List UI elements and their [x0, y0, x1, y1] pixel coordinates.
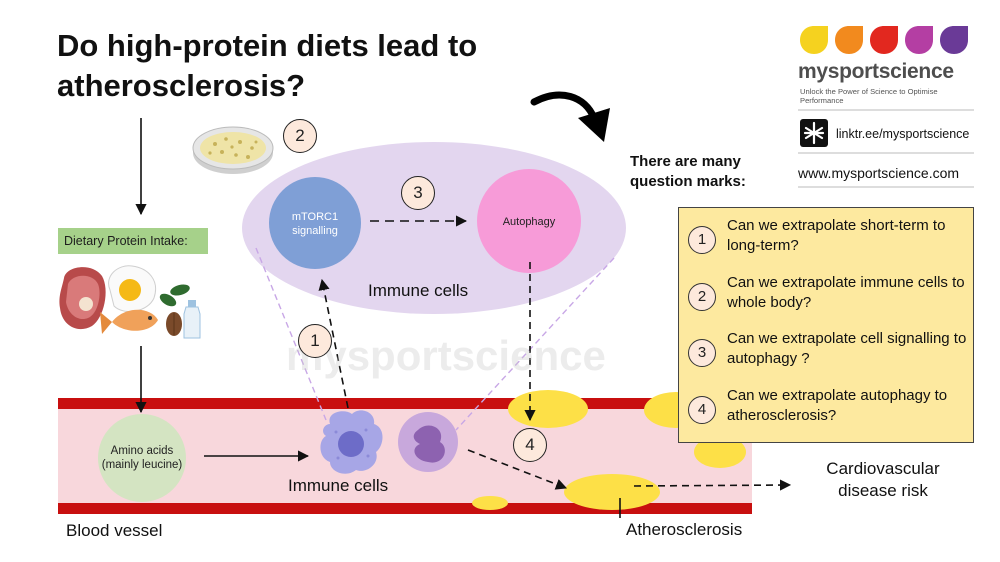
watermark: mysportscience: [286, 332, 606, 379]
arrow-cells-to-plaque: [467, 449, 568, 490]
plaque-4: [564, 474, 660, 510]
question-intro: There are many question marks:: [630, 152, 770, 192]
question-number: 1: [688, 226, 716, 254]
brand-drop-icon: [835, 26, 863, 54]
immune-cells-label-bottom: Immune cells: [288, 476, 389, 495]
question-number: 4: [688, 396, 716, 424]
zoom-line-right: [455, 257, 615, 431]
cvd-risk-label: Cardiovascular disease risk: [826, 459, 940, 500]
question-item-2: 2 Can we extrapolate immune cells to who…: [679, 269, 975, 321]
fish-icon: [100, 309, 158, 334]
bean-icon: [159, 284, 190, 307]
brand-drop-icon: [905, 26, 933, 54]
step-3-badge: 3: [401, 176, 435, 210]
brand-tagline: Unlock the Power of Science to Optimise …: [800, 87, 938, 105]
arrow-cells-to-mtorc1: [318, 278, 349, 409]
milk-bottle-icon: [183, 300, 201, 339]
curved-arrow-icon: [530, 91, 610, 142]
meat-icon: [59, 267, 106, 330]
mtorc1-label: mTORC1 signalling: [291, 211, 339, 237]
question-text: Can we extrapolate autophagy to atherosc…: [727, 387, 948, 424]
brand-name: mysportscience: [798, 60, 954, 83]
plaque-1: [508, 390, 588, 428]
question-number: 2: [688, 283, 716, 311]
arrow-plaque-to-cvd: [633, 479, 792, 491]
page-title: Do high-protein diets lead to atheroscle…: [57, 28, 478, 103]
brand-website-link[interactable]: www.mysportscience.com: [798, 165, 960, 181]
questions-box: 1 Can we extrapolate short-term to long-…: [678, 207, 974, 443]
egg-icon: [108, 265, 156, 313]
step-4-badge: 4: [513, 428, 547, 462]
autophagy-node: [477, 169, 581, 273]
linktree-icon: [800, 119, 828, 147]
macrophage-icon: [320, 410, 383, 474]
mtorc1-node: [269, 177, 361, 269]
plaque-5: [472, 496, 508, 510]
question-number: 3: [688, 339, 716, 367]
blood-vessel-label: Blood vessel: [66, 521, 163, 540]
nut-icon: [166, 312, 182, 336]
brand-logo-drops: [800, 26, 968, 54]
vessel-wall-bottom: [58, 503, 752, 514]
step-1-badge: 1: [298, 324, 332, 358]
autophagy-label: Autophagy: [502, 216, 556, 228]
step-2-badge: 2: [283, 119, 317, 153]
question-text: Can we extrapolate immune cells to whole…: [727, 274, 965, 311]
diet-label: Dietary Protein Intake:: [58, 228, 208, 254]
question-text: Can we extrapolate cell signalling to au…: [727, 330, 967, 367]
amino-acids-label: Amino acids (mainly leucine): [101, 445, 183, 471]
atherosclerosis-label: Atherosclerosis: [626, 520, 743, 539]
question-item-3: 3 Can we extrapolate cell signalling to …: [679, 325, 975, 377]
petri-dish-icon: [192, 126, 274, 174]
question-item-4: 4 Can we extrapolate autophagy to athero…: [679, 382, 975, 434]
brand-drop-icon: [870, 26, 898, 54]
question-item-1: 1 Can we extrapolate short-term to long-…: [679, 212, 975, 264]
neutrophil-icon: [398, 412, 458, 472]
zoom-line-left: [255, 247, 327, 421]
brand-drop-icon: [800, 26, 828, 54]
brand-linktree-link[interactable]: linktr.ee/mysportscience: [836, 127, 970, 141]
plaque-3: [694, 436, 746, 468]
amino-acids-node: [98, 414, 186, 502]
question-intro-text: There are many question marks:: [630, 153, 746, 190]
brand-drop-icon: [940, 26, 968, 54]
immune-cells-label-top: Immune cells: [368, 281, 469, 300]
vessel-wall-top: [58, 398, 752, 409]
question-text: Can we extrapolate short-term to long-te…: [727, 217, 946, 254]
